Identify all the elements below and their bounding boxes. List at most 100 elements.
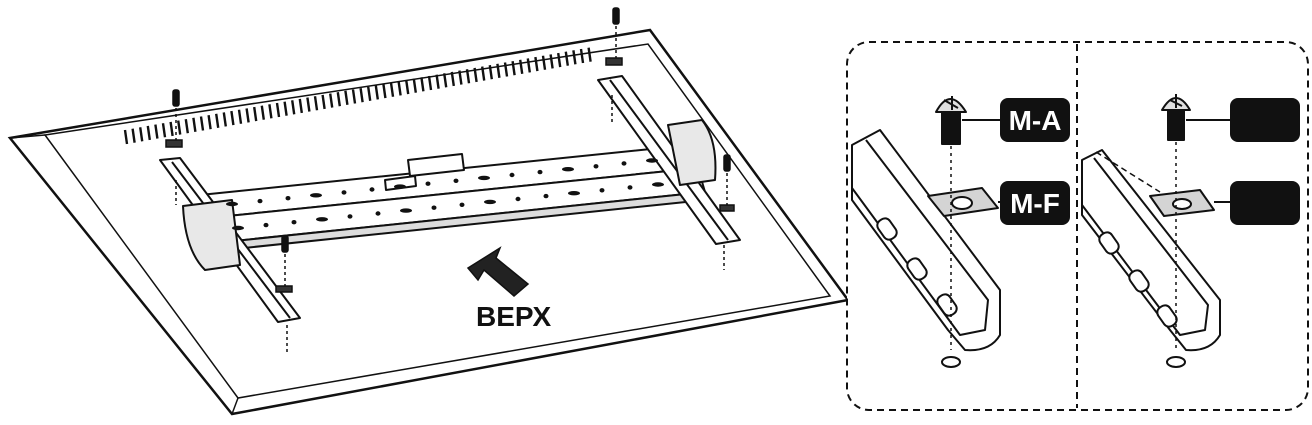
rail-hole <box>400 208 412 213</box>
vent-slot <box>481 66 486 81</box>
label-ma: M-A <box>1000 98 1070 142</box>
center-tab-low <box>384 175 417 191</box>
vent-slot <box>298 98 303 114</box>
center-tab <box>407 153 465 177</box>
vent-slot <box>192 117 197 133</box>
channel-slot-1 <box>876 217 898 241</box>
channel-slot-r1 <box>1098 231 1120 255</box>
vent-slot <box>382 83 387 99</box>
vent-slot <box>397 81 402 96</box>
rail-hole <box>375 211 381 216</box>
vent-slot <box>321 94 326 110</box>
vent-slot <box>443 73 448 88</box>
screw-top-left <box>165 89 183 148</box>
vent-slot <box>336 92 341 107</box>
rail-hole <box>543 193 549 199</box>
rail-hole <box>369 187 375 192</box>
up-arrow-icon <box>466 246 530 297</box>
washer-hole-right <box>1172 198 1192 210</box>
dashed-ref-line <box>1095 151 1161 193</box>
rail-hole <box>562 167 574 172</box>
rail-hole <box>257 198 263 204</box>
vent-slot <box>329 93 334 108</box>
tv-screws <box>165 7 735 352</box>
rail-hole <box>310 193 322 198</box>
vent-slot <box>534 56 539 72</box>
screw-head-slot-left <box>943 96 959 110</box>
screw-head-slot-right <box>1169 94 1183 108</box>
label-right-washer <box>1230 181 1300 225</box>
vent-slot <box>549 54 554 69</box>
rail-hole <box>232 225 244 231</box>
vent-slot <box>519 59 524 74</box>
rail-hole <box>599 188 605 193</box>
vent-slot <box>184 119 189 134</box>
vent-slot <box>564 51 569 66</box>
vent-slot <box>291 100 296 115</box>
vent-slot <box>131 128 136 143</box>
rail-hole <box>316 217 328 222</box>
vent-slot <box>435 74 440 89</box>
right-end-block <box>667 119 717 186</box>
vent-slot <box>503 62 509 77</box>
rail-hole <box>515 196 521 202</box>
vent-slot <box>222 112 227 127</box>
vent-slot <box>199 116 205 131</box>
vent-slot <box>541 55 547 70</box>
rail-hole <box>484 199 496 205</box>
vent-slot <box>306 97 311 112</box>
rail-hole <box>593 164 599 169</box>
rail-hole <box>226 201 238 207</box>
vent-slot <box>230 110 235 126</box>
label-mf-text: M-F <box>1010 188 1060 219</box>
vent-slot <box>139 127 144 142</box>
screw-shaft-right <box>1167 109 1185 141</box>
rail-hole <box>263 222 269 228</box>
vent-slot <box>579 48 585 64</box>
rail-holes <box>226 158 664 231</box>
screw-shaft-left <box>941 111 961 145</box>
vent-slot <box>260 105 265 120</box>
label-right-screw <box>1230 98 1300 142</box>
rail-hole <box>478 175 490 181</box>
washer-hole-left <box>951 196 973 210</box>
vent-slot <box>367 86 372 101</box>
vent-slot <box>161 123 167 138</box>
vent-slot <box>146 125 151 141</box>
vent-slot <box>123 129 129 145</box>
vent-slot <box>351 89 357 104</box>
rail-hole <box>621 161 627 166</box>
vent-slot <box>465 69 471 84</box>
vent-slot <box>458 70 463 85</box>
direction-label: ВЕРХ <box>476 301 552 332</box>
rail-hole <box>627 185 633 190</box>
rail-hole <box>394 184 406 189</box>
vent-slot <box>389 82 395 97</box>
rail-hole <box>453 178 459 183</box>
vent-slot <box>275 102 281 118</box>
screw-target-right <box>1166 356 1186 368</box>
rail-hole <box>509 172 515 178</box>
wall-mount-bracket <box>159 75 741 323</box>
vent-slot <box>245 108 250 123</box>
vent-slot <box>473 67 478 83</box>
label-mf: M-F <box>1000 181 1070 225</box>
vent-slot <box>215 113 220 128</box>
label-ma-text: M-A <box>1009 105 1062 136</box>
vent-slot <box>374 85 379 100</box>
right-arm-fold <box>609 79 729 241</box>
rail-hole <box>652 182 664 187</box>
rail-hole <box>291 220 297 225</box>
vent-slot <box>572 50 577 65</box>
rail-hole <box>425 181 431 186</box>
channel-inner-right <box>1081 157 1209 336</box>
screw-target-left <box>941 356 961 368</box>
rail-hole <box>459 202 465 207</box>
detail-panel-left <box>851 96 1001 368</box>
vent-slot <box>450 71 455 87</box>
vent-slot <box>420 77 425 92</box>
channel-rail-left <box>851 129 1001 352</box>
rail-hole <box>568 191 580 196</box>
